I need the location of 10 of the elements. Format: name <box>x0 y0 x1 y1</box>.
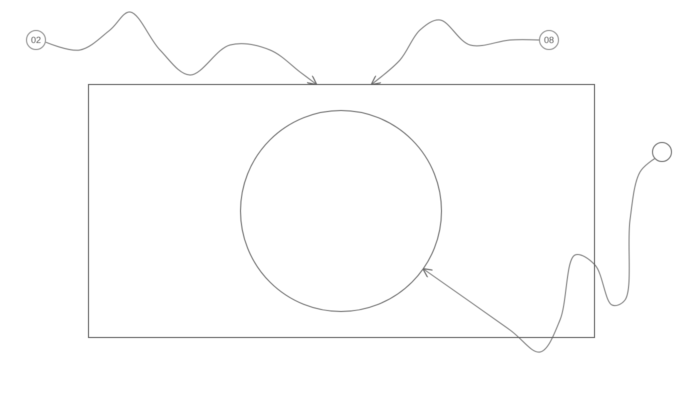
rectangle-frame <box>88 84 595 338</box>
callout-number: 02 <box>30 36 41 44</box>
callout-number: 08 <box>544 36 554 44</box>
circle-shape <box>240 110 442 312</box>
callout-circle <box>26 30 46 50</box>
wavy-arrow <box>370 19 540 86</box>
callout-circle <box>539 30 559 50</box>
wavy-arrow <box>45 12 318 86</box>
wavy-arrow <box>422 158 656 353</box>
circle-shape <box>652 142 672 162</box>
